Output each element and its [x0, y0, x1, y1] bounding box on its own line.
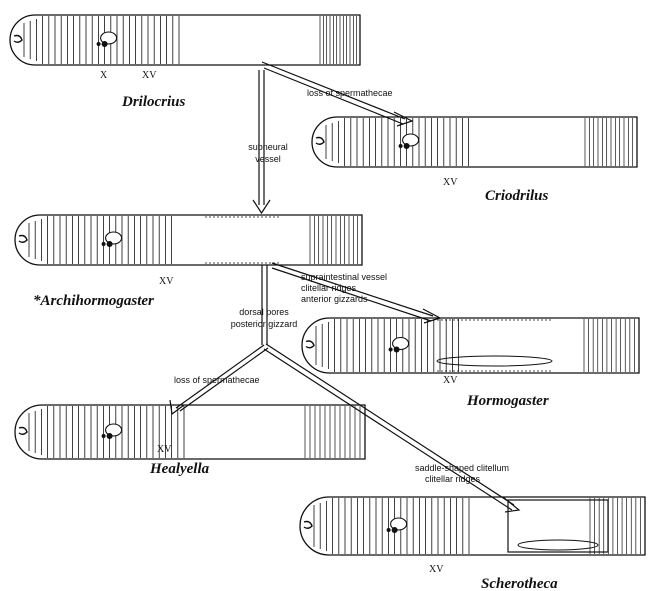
segment-label-drilocrius-x: X: [100, 70, 108, 81]
worm-body-healyella: [15, 405, 365, 459]
worm-pore-drilocrius: [97, 42, 101, 46]
worm-pore-healyella: [107, 433, 113, 439]
worm-pore-criodrilus: [399, 144, 403, 148]
worm-pore-scherotheca: [392, 527, 398, 533]
taxon-label-archihormogaster: *Archihormogaster: [33, 293, 154, 309]
character-label-hormogaster-line1: supraintestinal vessel: [301, 272, 387, 282]
taxon-label-drilocrius: Drilocrius: [121, 94, 186, 110]
character-label-criodrilus: loss of spermathecae: [307, 88, 393, 98]
taxon-label-hormogaster: Hormogaster: [466, 393, 549, 409]
worm-body-drilocrius: [10, 15, 360, 65]
segment-label-drilocrius-xv: XV: [142, 70, 157, 81]
worm-pore-hormogaster: [394, 347, 400, 353]
worm-clitellum-scherotheca: [508, 500, 608, 552]
segment-label-archihormogaster-xv: XV: [159, 276, 174, 287]
worm-pore-archihormogaster: [102, 242, 106, 246]
branch-arrowhead-archi: [253, 200, 270, 213]
character-label-scherotheca-line2: clitellar ridges: [425, 474, 481, 484]
worm-body-criodrilus: [312, 117, 637, 167]
character-label-hormogaster-line2: clitellar ridges: [301, 283, 357, 293]
segment-label-hormogaster-xv: XV: [443, 375, 458, 386]
worm-pore-archihormogaster: [107, 241, 113, 247]
character-label-node-line1: dorsal pores: [239, 307, 289, 317]
worm-pore-healyella: [102, 434, 106, 438]
worm-scherotheca: [300, 497, 645, 555]
taxon-label-scherotheca: Scherotheca: [481, 576, 558, 591]
segment-label-criodrilus-xv: XV: [443, 177, 458, 188]
character-label-node-line2: posterior gizzard: [231, 319, 298, 329]
taxon-label-healyella: Healyella: [149, 461, 210, 477]
character-label-archi-line2: vessel: [255, 154, 281, 164]
worm-archihormogaster: [15, 215, 362, 265]
worm-pore-scherotheca: [387, 528, 391, 532]
worm-criodrilus: [312, 117, 637, 167]
segment-label-scherotheca-xv: XV: [429, 564, 444, 575]
taxon-label-criodrilus: Criodrilus: [485, 188, 549, 204]
worm-pore-hormogaster: [389, 348, 393, 352]
character-label-archi-line1: subneural: [248, 142, 288, 152]
worm-hormogaster: [302, 318, 639, 373]
character-label-scherotheca-line1: saddle-shaped clitellum: [415, 463, 509, 473]
worm-pore-drilocrius: [102, 41, 108, 47]
worm-pore-criodrilus: [404, 143, 410, 149]
segment-label-healyella-xv: XV: [157, 444, 172, 455]
worm-drilocrius: [10, 15, 360, 65]
character-label-hormogaster-line3: anterior gizzards: [301, 294, 368, 304]
worm-healyella: [15, 405, 365, 459]
character-label-healyella: loss of spermathecae: [174, 375, 260, 385]
